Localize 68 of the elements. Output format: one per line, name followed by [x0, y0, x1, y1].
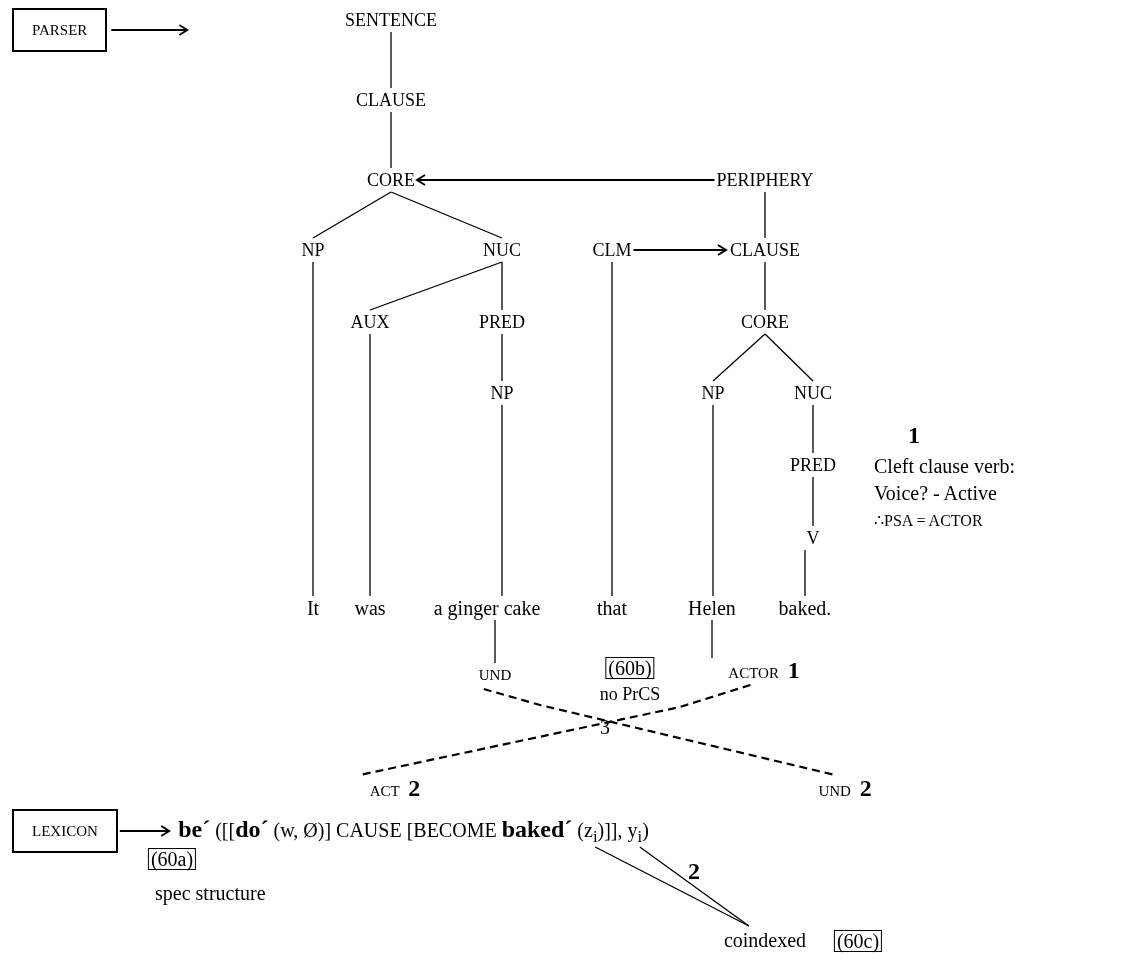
tree-branch [312, 191, 392, 239]
word: It [306, 598, 320, 618]
tree-branch [812, 404, 814, 454]
tree-branch [712, 333, 766, 382]
word: a ginger cake [433, 598, 541, 618]
tree-node-label: CLM [592, 240, 632, 260]
role-label: UND 2 [818, 778, 872, 801]
tree-branch [812, 476, 814, 527]
tree-branch [764, 191, 766, 239]
tree-branch [390, 111, 392, 169]
tree-node-label: SENTENCE [345, 10, 437, 30]
arrow [416, 174, 716, 186]
arrow [632, 244, 727, 256]
tree-branch [764, 261, 766, 311]
tree-node-label: CORE [367, 170, 415, 190]
tree-node-label: AUX [350, 312, 390, 332]
tree-node-label: PERIPHERY [716, 170, 814, 190]
role-label: ACT 2 [369, 778, 421, 801]
tree-node-label: CLAUSE [730, 240, 800, 260]
tree-branch [594, 846, 750, 927]
word: baked. [778, 598, 832, 618]
tree-node-label: NP [490, 383, 514, 403]
tree-node-label: V [806, 528, 820, 548]
arrow [110, 24, 189, 36]
tree-branch [369, 261, 503, 311]
word: that [597, 598, 627, 618]
tree-branch [712, 404, 714, 597]
module-box: PARSER [12, 8, 108, 52]
tree-node-label: NUC [794, 383, 832, 403]
reference-box: (60b) [605, 657, 655, 679]
note-text: Cleft clause verb: [874, 455, 1016, 477]
tree-branch [711, 619, 713, 659]
tree-node-label: NP [301, 240, 325, 260]
tree-node-label: NUC [483, 240, 521, 260]
tree-branch [501, 261, 503, 311]
role-label: ACTOR 1 [728, 660, 800, 683]
tree-branch [390, 31, 392, 89]
tree-node-label: PRED [479, 312, 525, 332]
tree-branch [639, 846, 750, 927]
tree-branch [494, 619, 496, 664]
tree-branch [501, 333, 503, 382]
tree-branch [501, 404, 503, 597]
note-text: ∴PSA = ACTOR [874, 511, 983, 531]
tree-branch [804, 549, 806, 597]
tree-branch [369, 333, 371, 597]
tree-node-label: CORE [741, 312, 789, 332]
tree-branch [312, 261, 314, 597]
tree-node-label: PRED [790, 455, 836, 475]
note-text: Voice? - Active [874, 482, 997, 504]
tree-node-label: NP [701, 383, 725, 403]
semantic-formula: be´ ([[do´ (w, Ø)] CAUSE [BECOME baked´ (z$_{i}$)]], y$_{i}$) [173, 819, 649, 847]
module-box: LEXICON [12, 809, 118, 853]
step-number: 1 [908, 424, 920, 446]
word: Helen [688, 598, 736, 618]
note-text: spec structure [155, 882, 266, 904]
annotation-text: no PrCS [599, 684, 661, 704]
annotation-text: coindexed [723, 930, 807, 950]
tree-branch [611, 261, 613, 597]
reference-box: (60c) [833, 930, 883, 952]
tree-node-label: CLAUSE [356, 90, 426, 110]
role-label: UND [478, 665, 512, 685]
word: was [354, 598, 386, 618]
linking-line [483, 687, 836, 777]
reference-box: (60a) [147, 848, 197, 870]
step-number: 2 [688, 860, 700, 882]
tree-branch [764, 333, 814, 382]
arrow [118, 825, 171, 837]
tree-branch [390, 191, 503, 239]
